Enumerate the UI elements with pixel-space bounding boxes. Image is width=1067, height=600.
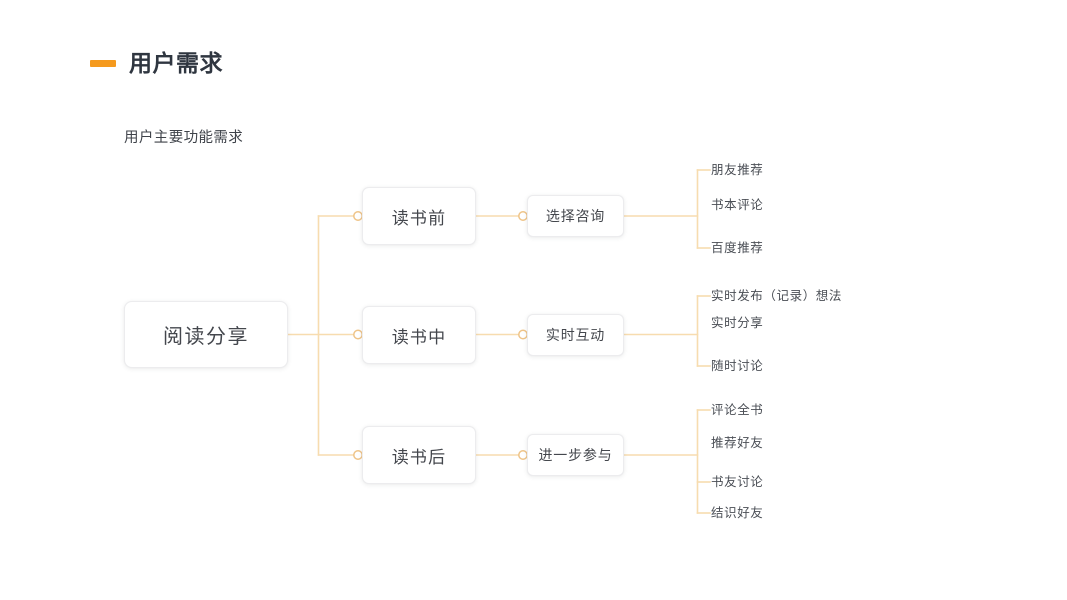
connector-dot [353, 450, 363, 460]
node-root[interactable]: 阅读分享 [124, 301, 288, 368]
leaf-1-1: 朋友推荐 [711, 162, 764, 177]
node-action-2[interactable]: 实时互动 [527, 314, 624, 356]
connector-dot [518, 450, 528, 460]
node-action-3[interactable]: 进一步参与 [527, 434, 624, 476]
connector-dot [353, 211, 363, 221]
leaf-3-1: 评论全书 [711, 402, 764, 417]
connector-dot [353, 329, 363, 340]
node-stage-1[interactable]: 读书前 [362, 187, 476, 245]
leaf-3-3: 书友讨论 [711, 474, 764, 489]
connector-dot [518, 211, 528, 221]
leaf-3-2: 推荐好友 [711, 435, 764, 450]
page-title: 用户需求 [129, 50, 223, 76]
node-stage-2-label: 读书中 [391, 327, 447, 347]
node-stage-3[interactable]: 读书后 [362, 426, 476, 484]
node-stage-2[interactable]: 读书中 [362, 306, 476, 364]
node-action-3-label: 进一步参与 [538, 447, 613, 463]
node-action-2-label: 实时互动 [545, 327, 606, 343]
node-stage-3-label: 读书后 [391, 447, 447, 467]
leaf-1-2: 书本评论 [711, 197, 764, 212]
page-header: 用户需求 [90, 52, 223, 75]
connector-dot [518, 329, 528, 340]
leaf-2-3: 随时讨论 [711, 358, 764, 373]
leaf-3-4: 结识好友 [711, 505, 764, 520]
leaf-2-2: 实时分享 [711, 315, 764, 330]
leaf-1-3: 百度推荐 [711, 240, 764, 255]
node-root-label: 阅读分享 [163, 326, 249, 348]
node-action-1[interactable]: 选择咨询 [527, 195, 624, 237]
page-subtitle: 用户主要功能需求 [124, 130, 244, 146]
node-action-1-label: 选择咨询 [545, 208, 606, 224]
leaf-2-1: 实时发布（记录）想法 [711, 288, 843, 303]
title-accent-dash [90, 60, 116, 67]
node-stage-1-label: 读书前 [391, 208, 447, 228]
